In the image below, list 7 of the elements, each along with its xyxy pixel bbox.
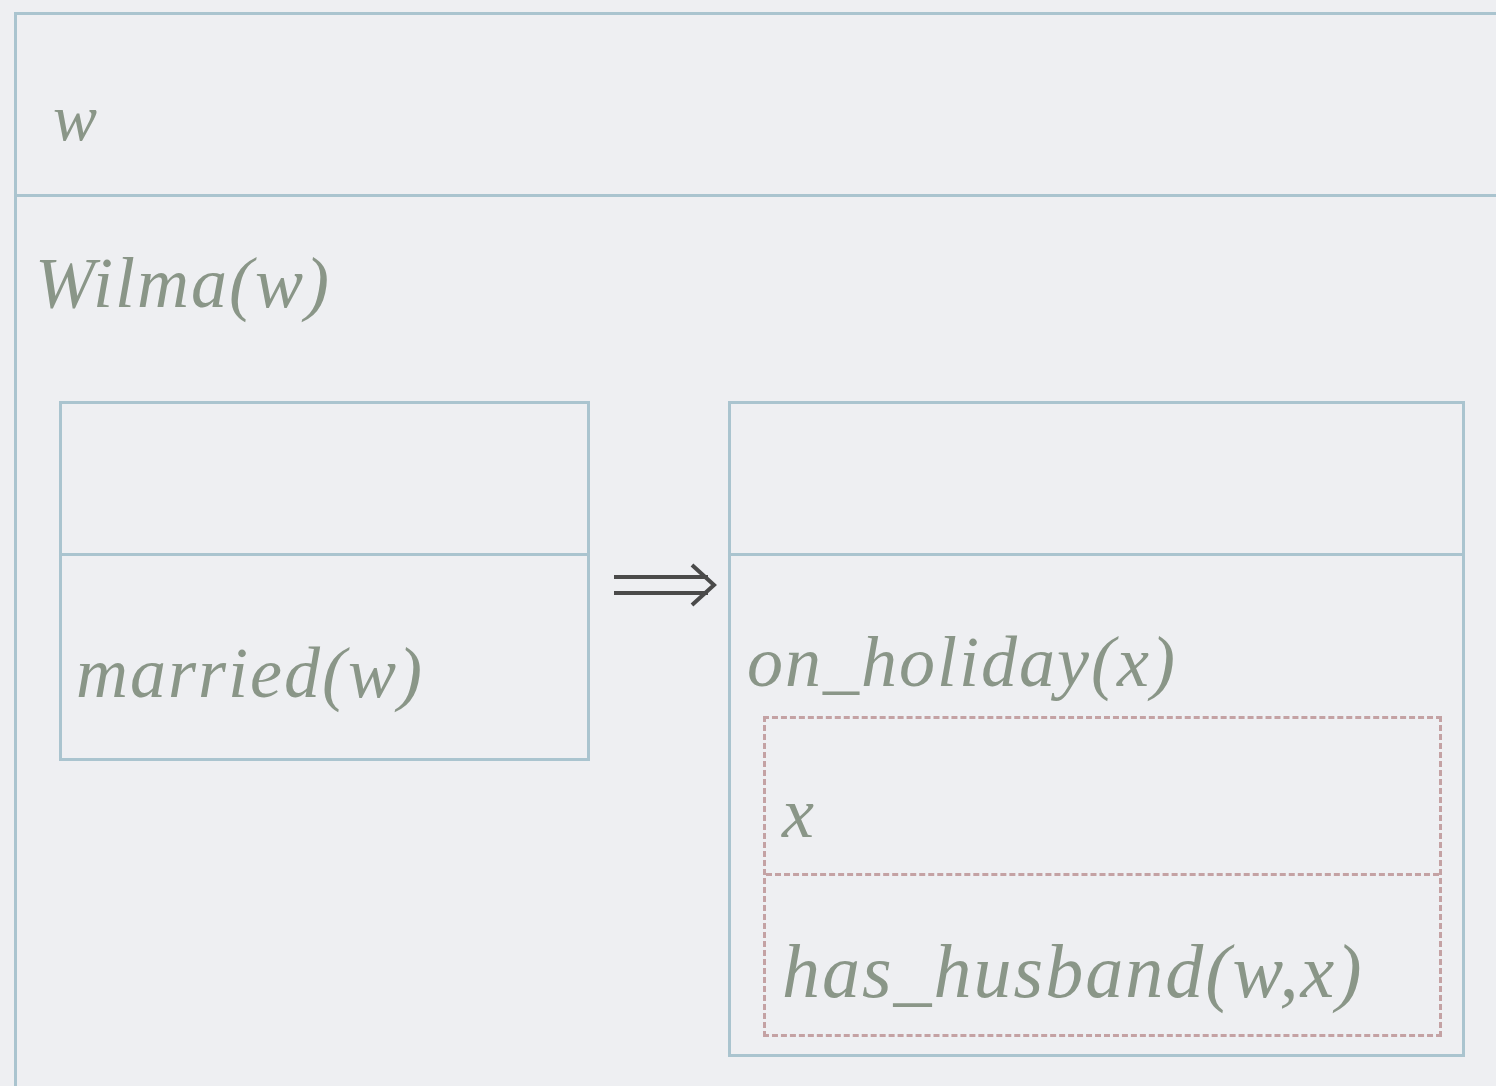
dashed-drs-box (763, 716, 1442, 1037)
drs-box (14, 12, 1496, 1086)
implication-arrow (612, 563, 717, 607)
discourse-referent: x (782, 777, 814, 849)
discourse-referent: w (53, 85, 98, 151)
drs-box (728, 401, 1465, 1057)
drs-box (59, 401, 590, 761)
